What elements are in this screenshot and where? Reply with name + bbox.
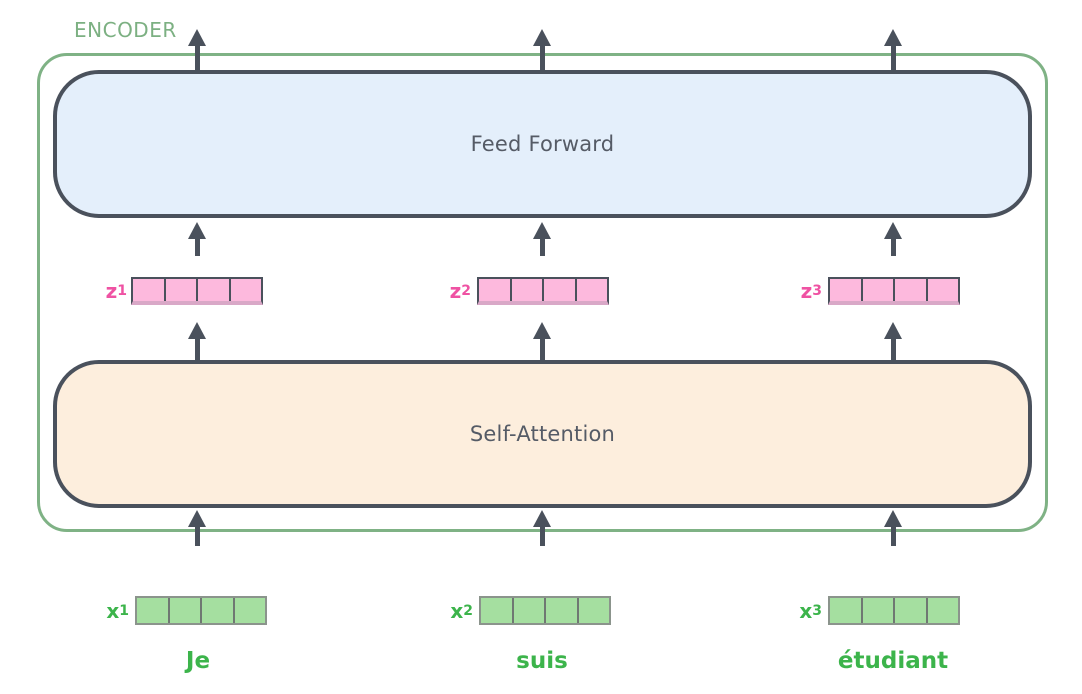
vector-cell: [576, 598, 610, 623]
token-etudiant: étudiant: [837, 648, 949, 674]
vector-cell: [509, 279, 543, 301]
vector-cell: [196, 279, 229, 301]
vector-cell: [511, 598, 545, 623]
vector-cell: [167, 598, 201, 623]
vector-cell: [830, 279, 861, 301]
arrow-up-icon: [186, 510, 208, 546]
arrow-up-icon: [186, 29, 208, 70]
vector-cell: [893, 279, 926, 301]
arrow-up-icon: [882, 322, 904, 360]
token-suis: suis: [516, 648, 568, 674]
vector-cell: [542, 279, 575, 301]
vector-cell: [893, 598, 926, 623]
z3-vector: [828, 277, 960, 305]
arrow-up-icon: [531, 322, 553, 360]
arrow-up-icon: [186, 222, 208, 256]
encoder-title: ENCODER: [74, 18, 177, 42]
vector-cell: [860, 279, 894, 301]
self-attention-label: Self-Attention: [469, 422, 616, 446]
vector-cell: [481, 598, 512, 623]
vector-cell: [830, 598, 861, 623]
vector-cell: [544, 598, 577, 623]
x3-vector: [828, 596, 960, 625]
vector-cell: [200, 598, 233, 623]
token-je: Je: [185, 648, 211, 674]
x1-vector: [135, 596, 267, 625]
x2-vector: [479, 596, 611, 625]
arrow-up-icon: [882, 29, 904, 70]
arrow-up-icon: [531, 510, 553, 546]
feed-forward-block: Feed Forward: [53, 70, 1032, 218]
self-attention-block: Self-Attention: [53, 360, 1032, 508]
z1-vector: [131, 277, 263, 305]
vector-cell: [574, 279, 608, 301]
vector-cell: [860, 598, 894, 623]
vector-cell: [232, 598, 266, 623]
arrow-up-icon: [882, 510, 904, 546]
vector-cell: [133, 279, 164, 301]
vector-cell: [479, 279, 510, 301]
vector-cell: [163, 279, 197, 301]
vector-cell: [925, 279, 959, 301]
feed-forward-label: Feed Forward: [470, 132, 615, 156]
z2-vector: [477, 277, 609, 305]
vector-cell: [137, 598, 168, 623]
arrow-up-icon: [531, 222, 553, 256]
arrow-up-icon: [882, 222, 904, 256]
arrow-up-icon: [531, 29, 553, 70]
vector-cell: [925, 598, 959, 623]
vector-cell: [228, 279, 262, 301]
arrow-up-icon: [186, 322, 208, 360]
